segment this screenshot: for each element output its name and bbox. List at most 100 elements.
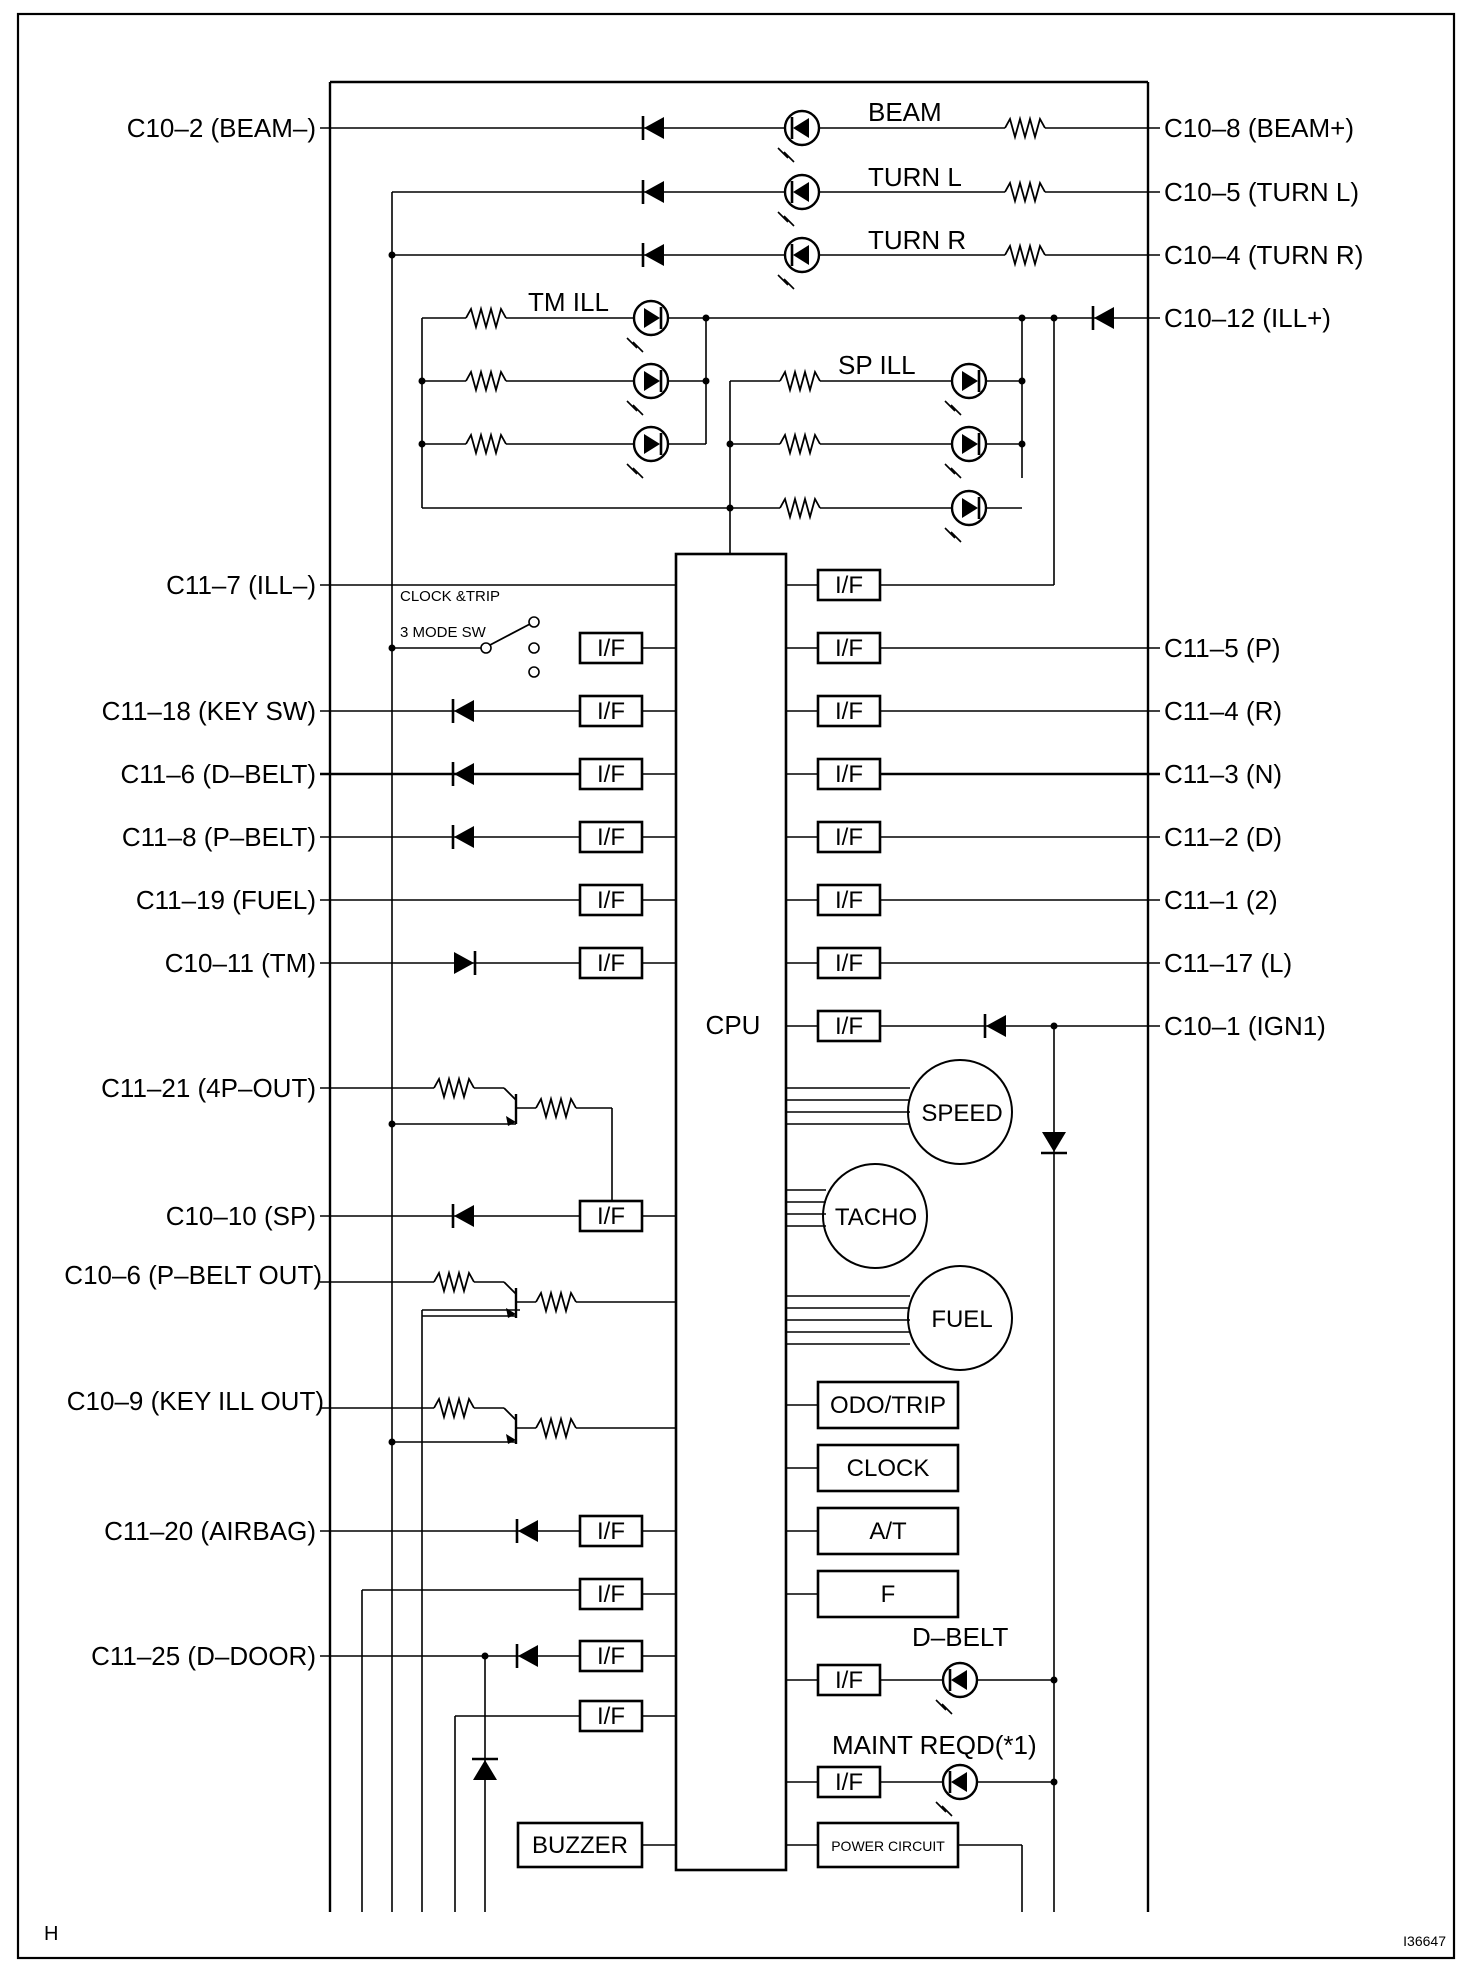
beam-resistor	[1004, 118, 1046, 138]
tm-ill-lamp-2-icon	[625, 362, 670, 417]
connector-c11-7-label: C11–7 (ILL–)	[166, 570, 316, 600]
ground-bus	[361, 192, 580, 1912]
svg-text:I/F: I/F	[597, 635, 625, 662]
at-block	[816, 1506, 960, 1556]
tm-ill-label: TM ILL	[528, 287, 609, 317]
right-if-boxes	[816, 568, 882, 1799]
f-block	[816, 1569, 960, 1619]
speed-gauge-label: SPEED	[921, 1100, 1002, 1127]
beam-circuit	[320, 109, 1160, 164]
beam-lamp-label: BEAM	[868, 97, 942, 127]
connector-c11-4-label: C11–4 (R)	[1164, 696, 1282, 726]
cpu-block	[674, 552, 788, 1872]
clock-label: CLOCK	[847, 1455, 930, 1482]
beam-lamp-icon	[776, 109, 821, 164]
right-if-labels: I/F I/F I/F I/F I/F I/F I/F I/F I/F I/F	[835, 572, 863, 1796]
svg-text:I/F: I/F	[597, 1203, 625, 1230]
outer-frame	[16, 12, 1456, 1960]
svg-text:I/F: I/F	[597, 1581, 625, 1608]
svg-text:I/F: I/F	[835, 950, 863, 977]
turn-l-resistor	[1004, 182, 1046, 202]
svg-text:I/F: I/F	[597, 1518, 625, 1545]
left-if-labels: I/F I/F I/F I/F I/F I/F I/F I/F I/F I/F …	[597, 635, 625, 1730]
clock-trip-switch-label: CLOCK &TRIP	[400, 588, 500, 605]
connector-c11-19-label: C11–19 (FUEL)	[136, 885, 316, 915]
d-belt-lamp-label: D–BELT	[912, 1622, 1008, 1652]
connector-c10-11-label: C10–11 (TM)	[165, 948, 316, 978]
connector-c11-5-label: C11–5 (P)	[1164, 633, 1281, 663]
gauge-bus	[786, 1087, 910, 1345]
svg-text:I/F: I/F	[597, 824, 625, 851]
three-mode-switch-label: 3 MODE SW	[400, 624, 487, 641]
connector-c11-2-label: C11–2 (D)	[1164, 822, 1282, 852]
connector-c10-2-label: C10–2 (BEAM–)	[127, 113, 316, 143]
beam-diode	[641, 114, 666, 142]
svg-text:I/F: I/F	[835, 887, 863, 914]
tacho-gauge	[822, 1163, 928, 1269]
buzzer-label: BUZZER	[532, 1832, 628, 1859]
svg-text:I/F: I/F	[835, 698, 863, 725]
maint-reqd-lamp-label: MAINT REQD(*1)	[832, 1730, 1037, 1760]
svg-text:I/F: I/F	[835, 1769, 863, 1796]
tm-ill-lamp-1-icon	[625, 299, 670, 354]
corner-label-h: H	[44, 1923, 58, 1945]
tacho-gauge-label: TACHO	[835, 1204, 917, 1231]
svg-text:I/F: I/F	[835, 824, 863, 851]
sp-ill-lamp-2-icon	[943, 425, 988, 480]
ign1-down-diode	[1039, 1130, 1069, 1155]
clock-block	[816, 1443, 960, 1493]
svg-text:I/F: I/F	[597, 761, 625, 788]
cpu-left-io	[320, 584, 676, 1846]
tm-ill-lamp-3-icon	[625, 425, 670, 480]
odo-trip-block	[816, 1380, 960, 1430]
connector-c10-6-label: C10–6 (P–BELT OUT)	[64, 1260, 322, 1290]
cpu-right-io	[786, 584, 1160, 1912]
connector-c11-25-label: C11–25 (D–DOOR)	[91, 1641, 316, 1671]
cpu-label: CPU	[706, 1010, 761, 1040]
svg-text:I/F: I/F	[597, 950, 625, 977]
turn-r-lamp-icon	[776, 236, 821, 291]
turn-l-lamp-icon	[776, 173, 821, 228]
connector-c11-18-label: C11–18 (KEY SW)	[102, 696, 316, 726]
power-circuit-label: POWER CIRCUIT	[831, 1838, 945, 1854]
connector-c10-10-label: C10–10 (SP)	[166, 1201, 316, 1231]
sp-ill-lamp-1-icon	[943, 362, 988, 417]
turn-r-diode	[641, 241, 666, 269]
turn-l-diode	[641, 178, 666, 206]
turn-r-circuit	[388, 236, 1160, 291]
svg-text:I/F: I/F	[835, 761, 863, 788]
connector-c10-12-label: C10–12 (ILL+)	[1164, 303, 1331, 333]
ign1-diode	[983, 1012, 1008, 1040]
connector-c11-21-label: C11–21 (4P–OUT)	[101, 1073, 316, 1103]
connector-c11-17-label: C11–17 (L)	[1164, 948, 1292, 978]
buzzer-block	[516, 1821, 644, 1869]
at-label: A/T	[869, 1518, 907, 1545]
turn-r-lamp-label: TURN R	[868, 225, 966, 255]
turn-r-resistor	[1004, 245, 1046, 265]
connector-c10-1-label: C10–1 (IGN1)	[1164, 1011, 1326, 1041]
connector-c11-8-label: C11–8 (P–BELT)	[122, 822, 316, 852]
speed-gauge	[907, 1059, 1013, 1165]
connector-c10-5-label: C10–5 (TURN L)	[1164, 177, 1359, 207]
connector-c11-6-label: C11–6 (D–BELT)	[120, 759, 316, 789]
svg-text:I/F: I/F	[597, 1703, 625, 1730]
sp-ill-circuit	[726, 362, 1026, 554]
odo-trip-label: ODO/TRIP	[830, 1392, 946, 1419]
sp-ill-lamp-3-icon	[943, 489, 988, 544]
maint-reqd-lamp-icon	[934, 1763, 979, 1818]
connector-c10-8-label: C10–8 (BEAM+)	[1164, 113, 1354, 143]
svg-text:I/F: I/F	[835, 1667, 863, 1694]
tm-ill-circuit	[418, 299, 730, 509]
connector-c11-1-label: C11–1 (2)	[1164, 885, 1278, 915]
svg-text:I/F: I/F	[835, 1013, 863, 1040]
ill-plus-diode	[1091, 304, 1116, 332]
svg-text:I/F: I/F	[835, 572, 863, 599]
power-circuit-block	[816, 1821, 960, 1869]
ill-plus-circuit	[702, 304, 1160, 585]
turn-l-lamp-label: TURN L	[868, 162, 962, 192]
left-if-boxes	[578, 631, 644, 1733]
svg-text:I/F: I/F	[597, 1643, 625, 1670]
right-function-blocks	[786, 1380, 1054, 1869]
fuel-gauge	[907, 1265, 1013, 1371]
connector-c11-20-label: C11–20 (AIRBAG)	[104, 1516, 316, 1546]
